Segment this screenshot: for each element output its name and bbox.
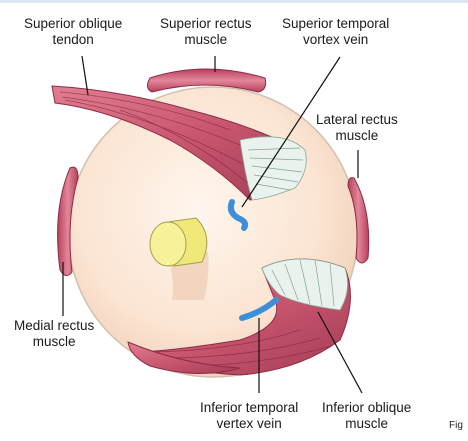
- figure-tag: Fig: [449, 420, 463, 431]
- superior-temporal-vortex-vein-label: Superior temporal vortex vein: [282, 16, 389, 48]
- lateral-rectus-muscle-label: Lateral rectus muscle: [316, 112, 398, 144]
- inferior-oblique-muscle-label: Inferior oblique muscle: [322, 400, 411, 432]
- inferior-temporal-vortex-vein-label: Inferior temporal vertex vein: [200, 400, 298, 432]
- superior-rectus-muscle-label: Superior rectus muscle: [160, 16, 252, 48]
- medial-rectus-muscle-label: Medial rectus muscle: [14, 318, 94, 350]
- superior-oblique-tendon-label: Superior oblique tendon: [24, 16, 122, 48]
- optic-nerve: [150, 218, 207, 266]
